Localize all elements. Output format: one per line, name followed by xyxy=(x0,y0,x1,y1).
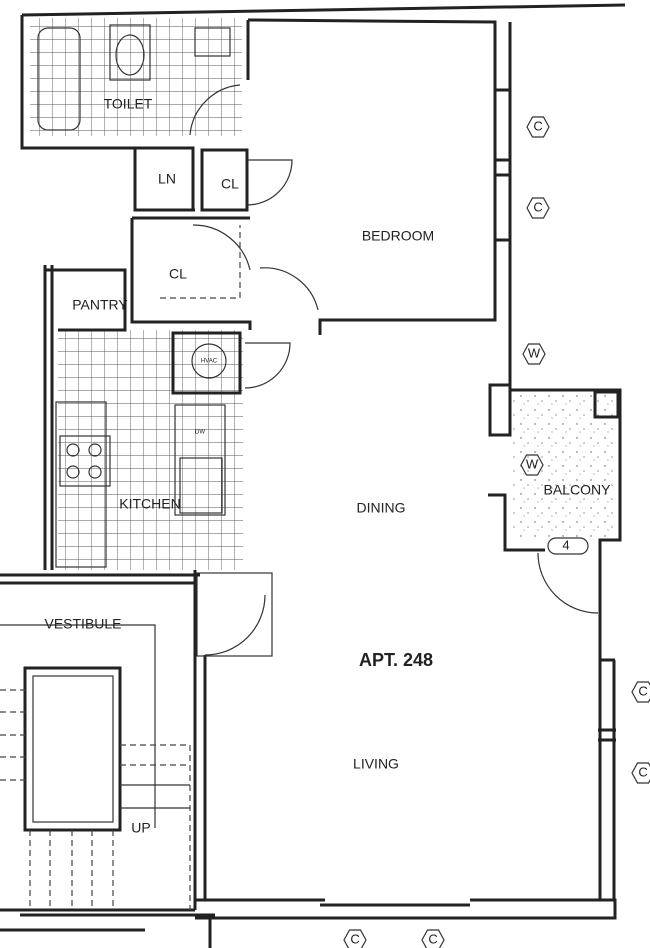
svg-text:W: W xyxy=(526,456,539,471)
closets: LN CL CL BEDROOM xyxy=(130,146,434,330)
svg-text:C: C xyxy=(428,931,437,946)
svg-text:W: W xyxy=(528,345,541,360)
label-apartment-number: APT. 248 xyxy=(359,650,433,670)
hvac-closet xyxy=(171,331,242,395)
svg-text:C: C xyxy=(533,118,542,133)
label-bedroom: BEDROOM xyxy=(362,228,434,244)
c-tag: C xyxy=(631,681,650,703)
label-dining: DINING xyxy=(357,500,406,516)
c-tag: C xyxy=(631,762,650,784)
w-tag: W xyxy=(520,454,544,476)
label-pantry: PANTRY xyxy=(72,297,128,313)
svg-text:4: 4 xyxy=(562,537,569,552)
w-tag: W xyxy=(522,343,546,365)
label-balcony: BALCONY xyxy=(544,482,612,498)
exterior-walls xyxy=(20,3,626,920)
label-toilet: TOILET xyxy=(104,96,153,112)
svg-text:C: C xyxy=(350,931,359,946)
refrigerator xyxy=(179,457,223,514)
label-stairs-up: UP xyxy=(131,820,150,836)
toilet-fixture xyxy=(109,24,151,81)
label-kitchen: KITCHEN xyxy=(119,496,180,512)
svg-text:C: C xyxy=(638,764,647,779)
counter xyxy=(55,401,107,568)
label-dishwasher: DW xyxy=(195,430,205,436)
balcony: BALCONY 4 xyxy=(511,390,620,614)
label-closet-bedroom: CL xyxy=(221,176,239,192)
kitchen: HVAC PANTRY DW KITCHEN xyxy=(43,265,291,657)
label-vestibule: VESTIBULE xyxy=(44,616,121,632)
bathroom: TOILET xyxy=(30,18,242,136)
c-tag: C xyxy=(421,929,445,948)
vestibule: VESTIBULE UP xyxy=(0,573,215,948)
svg-text:C: C xyxy=(533,199,542,214)
c-tag: C xyxy=(343,929,367,948)
label-closet-hall: CL xyxy=(169,266,187,282)
door-tag-4 xyxy=(547,537,589,555)
c-tag: C xyxy=(526,116,550,138)
label-hvac: HVAC xyxy=(201,359,218,365)
label-living: LIVING xyxy=(353,756,399,772)
stove xyxy=(59,435,111,487)
hex-tags: C C W W C C C C xyxy=(343,116,650,948)
c-tag: C xyxy=(526,197,550,219)
label-linen: LN xyxy=(158,171,176,187)
sink xyxy=(194,27,231,57)
bathtub xyxy=(37,27,81,131)
svg-text:C: C xyxy=(638,683,647,698)
